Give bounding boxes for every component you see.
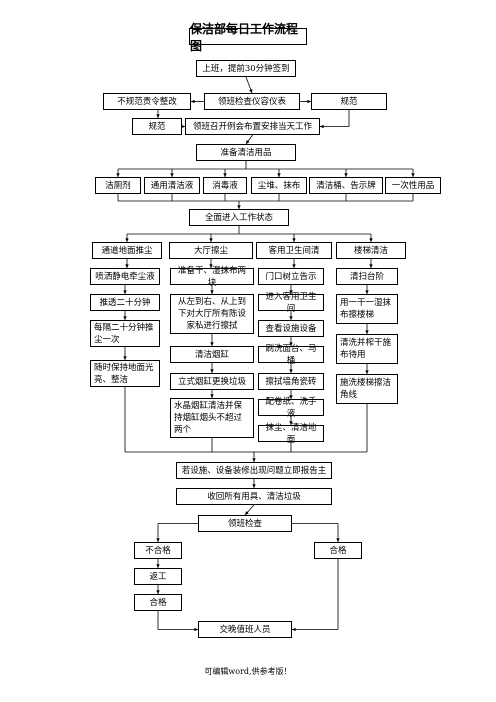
arrow-head [336,538,340,542]
arrow-head [292,627,296,632]
arrow-head [223,173,227,177]
node-meeting: 领班召开例会布置安排当天工作 [185,118,320,135]
node-start: 上班，提前30分钟签到 [196,60,296,77]
arrow-head [289,316,293,320]
node-c3-1: 门口树立告示 [258,268,324,285]
node-tool4: 尘堆、抹布 [251,177,307,194]
arrow-head [191,99,195,104]
arrow-head [307,99,311,104]
arrow-head [249,89,253,93]
node-c4-2: 用一干一湿抹布擦楼梯 [336,294,398,324]
arrow-head [210,290,214,294]
node-fail: 不合格 [134,542,182,559]
arrow-head [369,238,373,242]
arrow-head [156,590,160,594]
node-c4-3: 清洗并榨干施布待用 [336,334,398,364]
node-c2-2: 从左到右、从上到下对大厅所有陈设家私进行擦拭 [170,294,254,334]
node-c3-5: 擦拭墙角瓷砖 [258,373,324,390]
node-c3-6: 配卷纸、洗手液 [258,397,324,419]
node-col2-h: 大厅擦尘 [169,242,253,259]
arrow-head [289,421,293,425]
arrow-head [237,205,241,209]
arrow-head [210,394,214,398]
chart-title: 保洁部每日工作流程图 [189,22,307,53]
node-report: 若设施、设备装修出现问题立即报告主 [176,462,332,479]
node-c4-4: 施洗楼梯擦洁角线 [336,374,398,404]
node-c4-1: 清扫台阶 [336,268,398,285]
arrow-head [209,264,213,268]
arrow-head [246,140,250,144]
arrow-head [369,264,373,268]
arrow-head [123,316,127,320]
node-col4-h: 楼梯清洁 [336,242,406,259]
node-c3-3: 查看设施设备 [258,320,324,337]
arrow-head [289,342,293,346]
node-col3-h: 客用卫生间清 [256,242,332,259]
node-regular-right: 规范 [311,93,387,110]
arrow-head [289,369,293,373]
arrow-head [116,173,120,177]
node-irregular: 不规范责令整改 [103,93,191,110]
node-pass2: 合格 [134,594,182,611]
node-collect: 收回所有用具、清洁垃圾 [176,488,332,505]
arrow-head [365,370,369,374]
node-col1-h: 通道地面推尘 [92,242,162,259]
node-tool2: 通用清洁液 [144,177,200,194]
arrow-head [123,290,127,294]
node-c2-1: 准备干、湿抹布两块 [170,266,254,288]
node-c1-3: 每隔二十分钟推尘一次 [90,320,160,347]
node-regular-left: 规范 [132,118,182,135]
arrow-head [411,173,415,177]
node-tool1: 洁厕剂 [95,177,141,194]
node-c3-7: 抹尘、清洁地面 [258,423,324,445]
arrow-head [156,538,160,542]
node-c3-2: 进入客用卫生间 [258,292,324,314]
arrow-head [210,342,214,346]
node-handover: 交晚值班人员 [198,621,292,638]
arrow-head [125,238,129,242]
arrow-head [289,290,293,294]
arrow-head [181,124,185,129]
arrow-head [252,484,256,488]
node-c1-2: 推透二十分钟 [90,294,160,311]
node-tool6: 一次性用品 [385,177,441,194]
arrow-head [344,173,348,177]
node-c2-4: 立式烟缸更换垃圾 [170,373,254,390]
arrow-head [245,511,249,515]
node-tool3: 消毒液 [203,177,247,194]
arrow-head [252,458,256,462]
node-c2-5: 水晶烟缸清洁并保持烟缸烟头不超过两个 [170,398,254,438]
arrow-head [292,264,296,268]
arrow-head [365,330,369,334]
node-c3-4: 刷洗面台、马桶 [258,344,324,366]
arrow-head [210,369,214,373]
arrow-head [320,124,324,129]
node-check: 领班检查 [198,515,292,532]
arrow-head [209,238,213,242]
arrow-head [156,564,160,568]
arrow-head [170,173,174,177]
arrow-head [123,356,127,360]
node-prepare: 准备清洁用品 [196,144,296,161]
node-rework: 返工 [134,568,182,585]
arrow-head [365,290,369,294]
node-c1-4: 随时保持地面光亮、整洁 [90,360,160,387]
arrow-head [125,264,129,268]
node-c1-1: 喷洒静电牵尘液 [90,268,160,285]
arrow-head [289,395,293,399]
node-enter: 全面进入工作状态 [189,209,289,226]
arrow-head [194,627,198,632]
node-c2-3: 清洁烟缸 [170,346,254,363]
arrow-head [292,238,296,242]
node-pass: 合格 [314,542,362,559]
arrow-head [277,173,281,177]
node-tool5: 清洁桶、告示牌 [309,177,383,194]
arrow-head [156,114,160,118]
node-inspect: 领班检查仪容仪表 [204,93,300,110]
footer-note: 可编辑word,供参考版！ [204,667,292,676]
